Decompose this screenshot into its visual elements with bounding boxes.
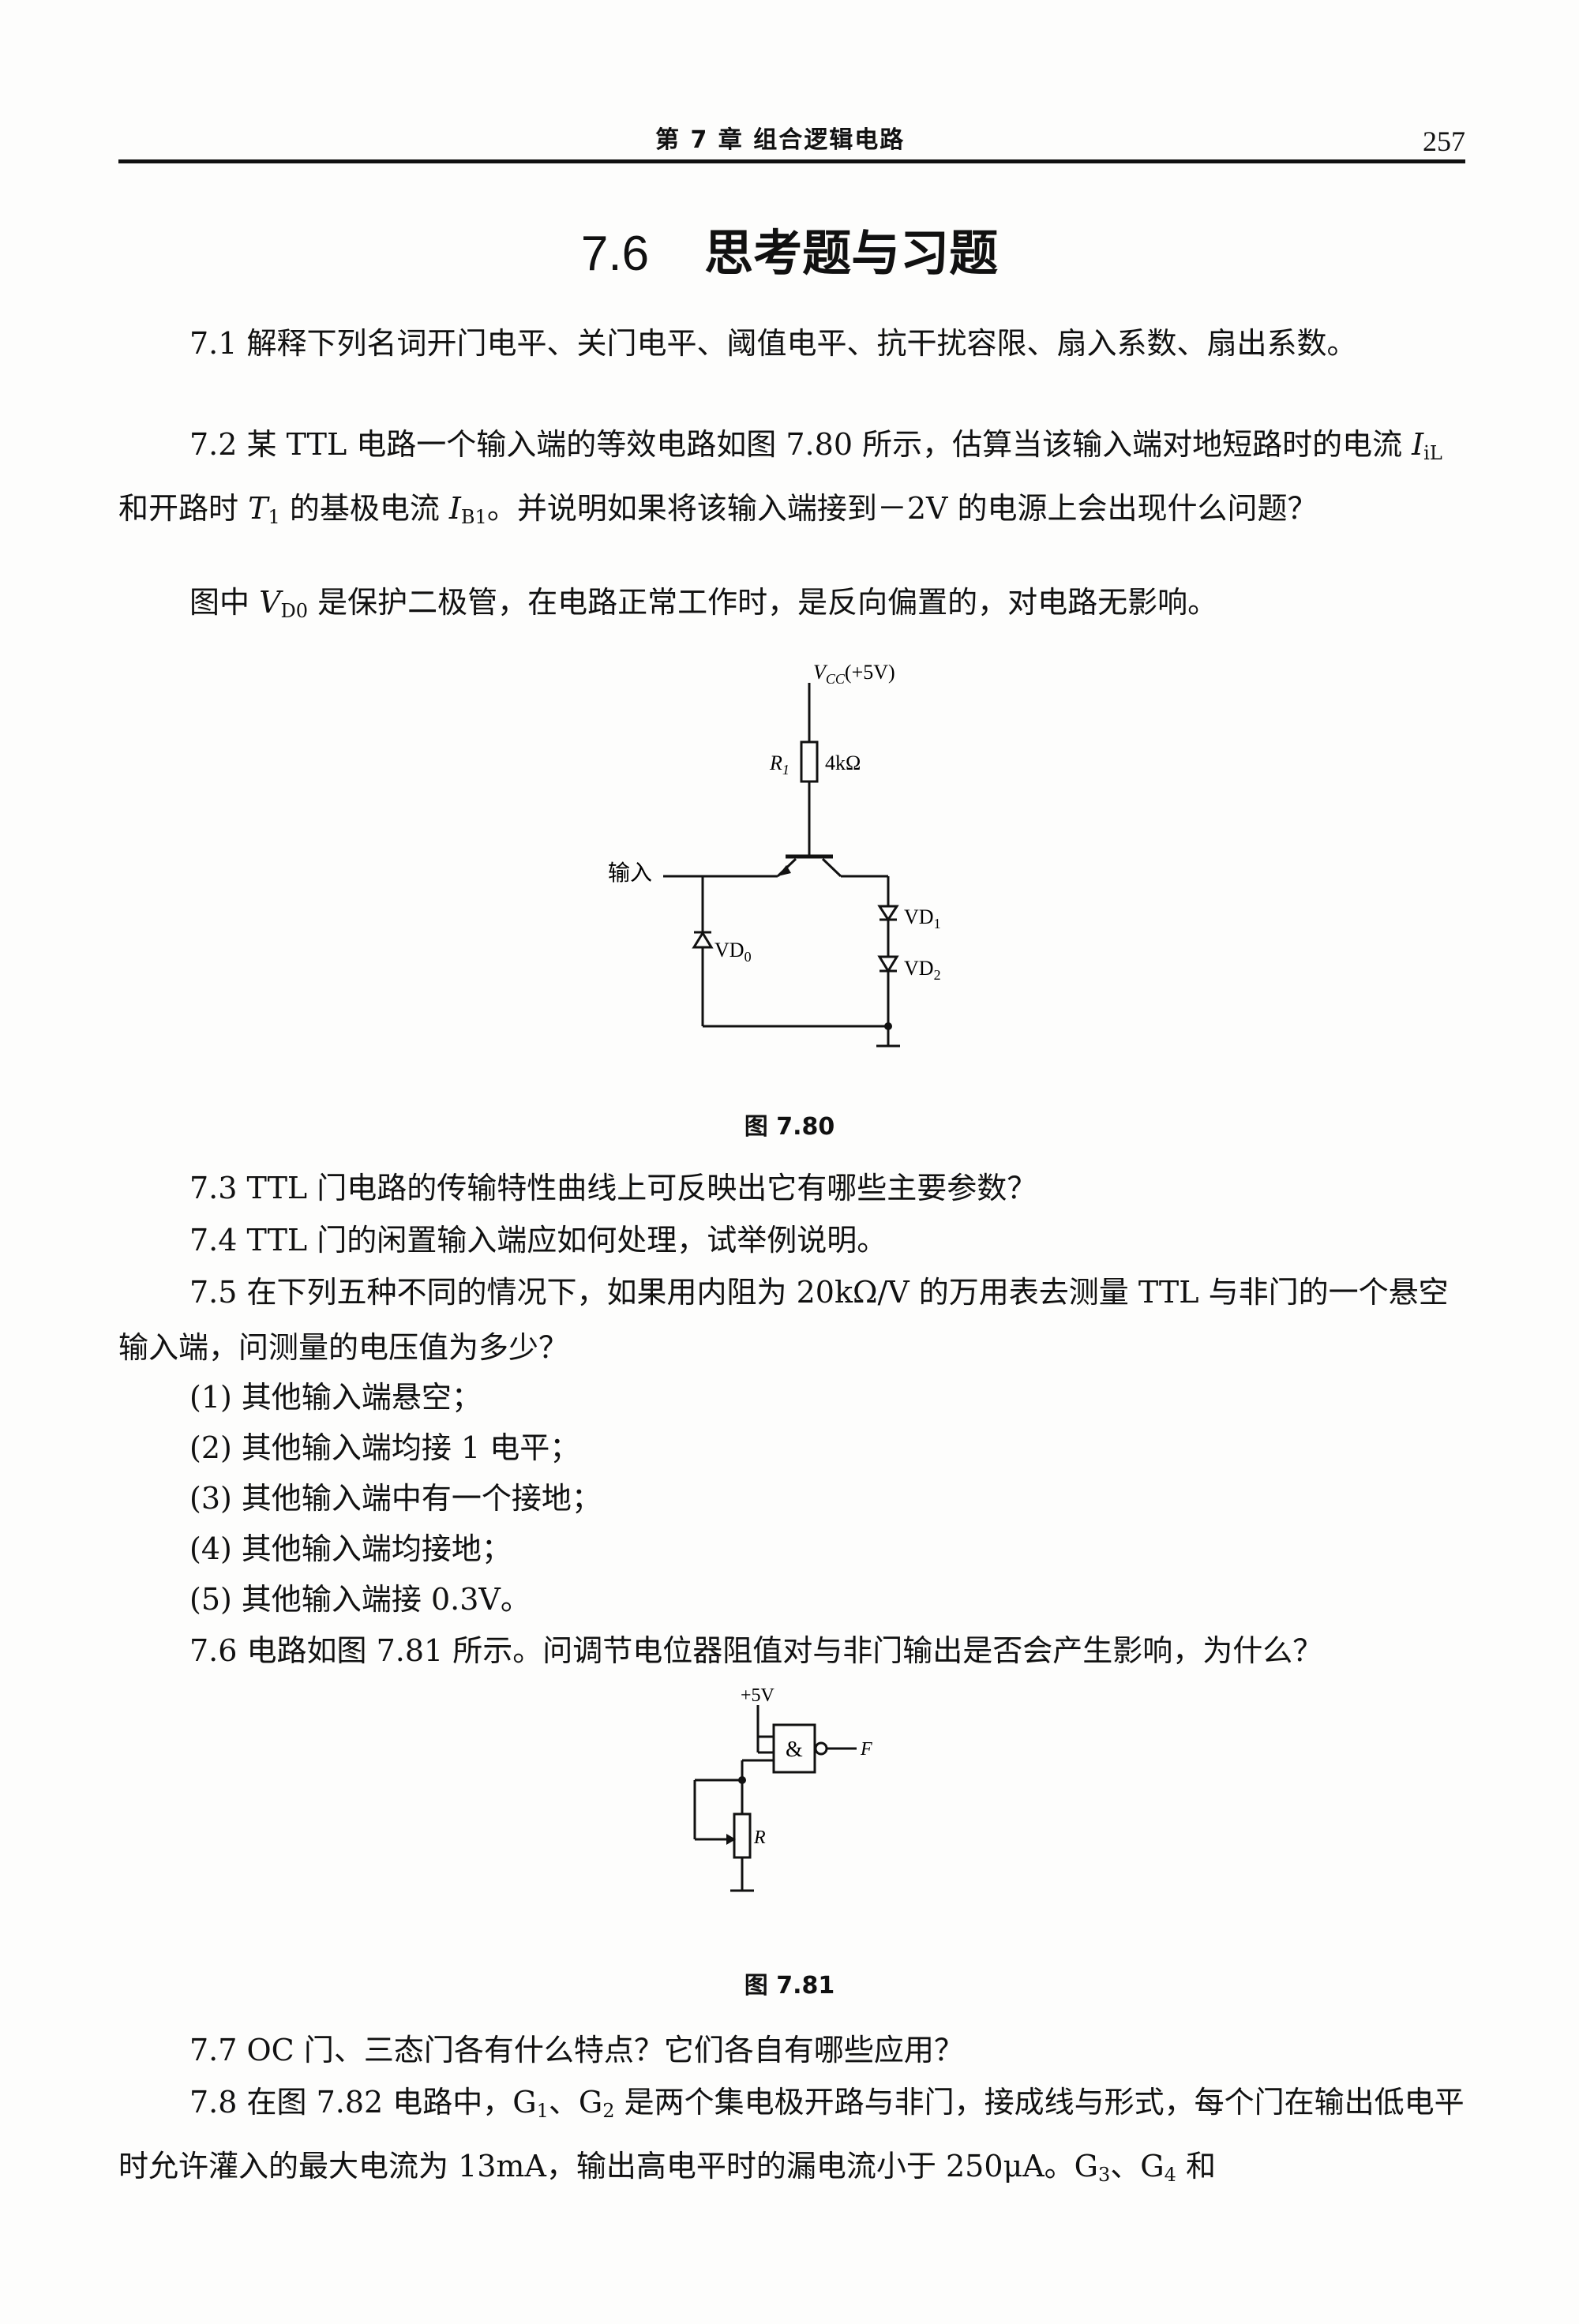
header-rule xyxy=(118,159,1465,163)
problem-7-6: 7.6 电路如图 7.81 所示。问调节电位器阻值对与非门输出是否会产生影响，为… xyxy=(189,1633,1323,1668)
problem-7-2-text: 和开路时 xyxy=(118,491,249,526)
symbol-subscript: 4 xyxy=(1164,2164,1176,2186)
diode-vd1-icon xyxy=(877,905,899,922)
transistor-collector xyxy=(821,857,842,878)
wiper-arrow-icon xyxy=(726,1834,736,1845)
section-heading: 思考题与习题 xyxy=(704,224,999,282)
problem-7-8-text: 、G xyxy=(548,2085,603,2120)
symbol-subscript: 2 xyxy=(602,2100,615,2122)
vcc-label: VCC(+5V) xyxy=(813,661,895,687)
problem-7-1: 7.1 解释下列名词开门电平、关门电平、阈值电平、抗干扰容限、扇入系数、扇出系数… xyxy=(189,326,1357,361)
resistor-r1 xyxy=(800,740,819,783)
problem-7-3: 7.3 TTL 门电路的传输特性曲线上可反映出它有哪些主要参数？ xyxy=(189,1171,1037,1205)
running-header: 第 7 章 组合逻辑电路 257 xyxy=(118,111,1465,166)
problem-7-8: 7.8 在图 7.82 电路中，G1、G2 是两个集电极开路与非门，接成线与形式… xyxy=(118,2075,1465,2202)
input-label: 输入 xyxy=(608,860,652,886)
figure-7-80: VCC(+5V) R1 4kΩ 输入 VD0 VD1 VD2 xyxy=(608,661,941,1048)
chapter-title: 第 7 章 组合逻辑电路 xyxy=(655,126,906,154)
symbol-subscript: D0 xyxy=(280,600,309,622)
symbol-current: I xyxy=(448,491,461,526)
figure-7-81-caption: 图 7.81 xyxy=(744,1972,835,2000)
list-item: (2) 其他输入端均接 1 电平； xyxy=(189,1430,580,1465)
potentiometer-r xyxy=(733,1812,752,1859)
note-text: 图中 xyxy=(189,585,260,620)
list-item: (3) 其他输入端中有一个接地； xyxy=(189,1481,602,1516)
diode-vd2-icon xyxy=(877,955,899,973)
junction-dot xyxy=(884,1022,892,1030)
r1-value: 4kΩ xyxy=(825,752,861,774)
problem-7-7: 7.7 OC 门、三态门各有什么特点？它们各自有哪些应用？ xyxy=(189,2033,964,2067)
symbol-subscript: 3 xyxy=(1098,2164,1111,2186)
figure-7-81: +5V & F R xyxy=(693,1685,872,1892)
figure-7-80-caption: 图 7.80 xyxy=(744,1113,835,1141)
vd0-label: VD0 xyxy=(714,939,752,965)
r1-label: R1 xyxy=(769,752,790,778)
list-item: (4) 其他输入端均接地； xyxy=(189,1531,512,1566)
symbol-subscript: iL xyxy=(1423,442,1442,464)
junction-dot xyxy=(738,1776,746,1784)
list-item: (5) 其他输入端接 0.3V。 xyxy=(189,1582,531,1617)
gate-symbol: & xyxy=(786,1737,803,1762)
diode-vd0-icon xyxy=(692,931,714,949)
problem-7-2-note: 图中 VD0 是保护二极管，在电路正常工作时，是反向偏置的，对电路无影响。 xyxy=(118,575,1465,639)
problem-7-8-text: 是两个集电极开路与非门，接成线与形式，每个门在输出低电平时允许灌入的最大电流为 … xyxy=(118,2085,1465,2183)
problem-7-8-text: 7.8 在图 7.82 电路中，G xyxy=(189,2085,537,2120)
output-label: F xyxy=(860,1739,872,1760)
vd1-label: VD1 xyxy=(904,905,941,931)
problem-7-5: 7.5 在下列五种不同的情况下，如果用内阻为 20kΩ/V 的万用表去测量 TT… xyxy=(118,1275,1449,1365)
list-item: (1) 其他输入端悬空； xyxy=(189,1380,482,1415)
problem-7-2-text: 7.2 某 TTL 电路一个输入端的等效电路如图 7.80 所示，估算当该输入端… xyxy=(189,427,1412,462)
symbol-transistor: T xyxy=(248,491,268,526)
symbol-subscript: B1 xyxy=(460,506,487,528)
gate-output-bubble xyxy=(814,1741,828,1756)
symbol-subscript: 1 xyxy=(268,506,280,528)
section-title: 7.6 思考题与习题 xyxy=(0,213,1579,284)
vd2-label: VD2 xyxy=(904,957,941,983)
emitter-arrow-icon xyxy=(778,865,791,876)
section-number: 7.6 xyxy=(580,227,650,281)
symbol-voltage: V xyxy=(259,585,281,620)
problem-7-8-text: 和 xyxy=(1176,2149,1217,2183)
r-label: R xyxy=(753,1827,766,1848)
problem-7-2: 7.2 某 TTL 电路一个输入端的等效电路如图 7.80 所示，估算当该输入端… xyxy=(118,417,1465,545)
symbol-current: I xyxy=(1412,427,1424,462)
problem-7-8-text: 、G xyxy=(1110,2149,1165,2183)
note-text: 是保护二极管，在电路正常工作时，是反向偏置的，对电路无影响。 xyxy=(308,585,1218,620)
problem-7-4: 7.4 TTL 门的闲置输入端应如何处理，试举例说明。 xyxy=(189,1223,887,1258)
symbol-subscript: 1 xyxy=(536,2100,549,2122)
page-number: 257 xyxy=(1423,126,1465,157)
supply-label: +5V xyxy=(741,1685,775,1706)
problem-7-2-text: 的基极电流 xyxy=(279,491,449,526)
problem-7-2-text: 。并说明如果将该输入端接到－2V 的电源上会出现什么问题？ xyxy=(486,491,1318,526)
